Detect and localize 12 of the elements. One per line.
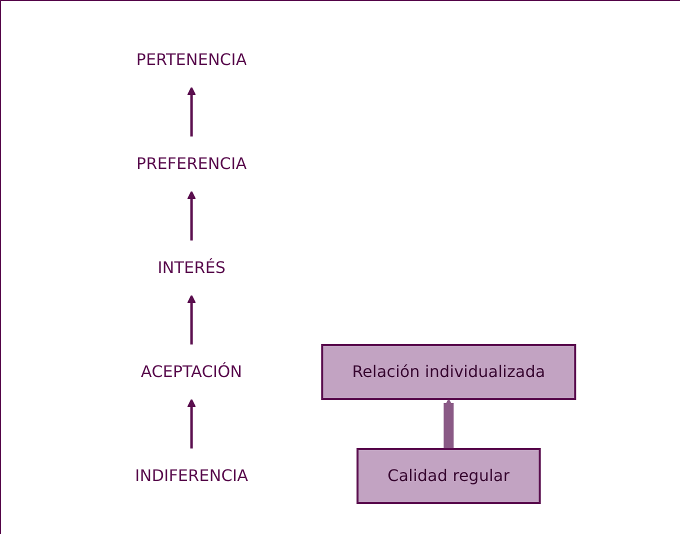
arrow — [188, 398, 196, 448]
node-box: Calidad regular — [356, 447, 542, 504]
node-text: ACEPTACIÓN — [141, 361, 243, 380]
arrow — [188, 86, 196, 136]
arrow — [188, 190, 196, 240]
node-text: PREFERENCIA — [136, 153, 248, 172]
node-box: Relación individualizada — [322, 344, 577, 400]
arrow — [188, 294, 196, 344]
node-text: INDIFERENCIA — [135, 465, 248, 484]
arrow — [444, 398, 454, 448]
node-text: INTERÉS — [158, 257, 226, 276]
node-text: PERTENENCIA — [136, 50, 248, 68]
